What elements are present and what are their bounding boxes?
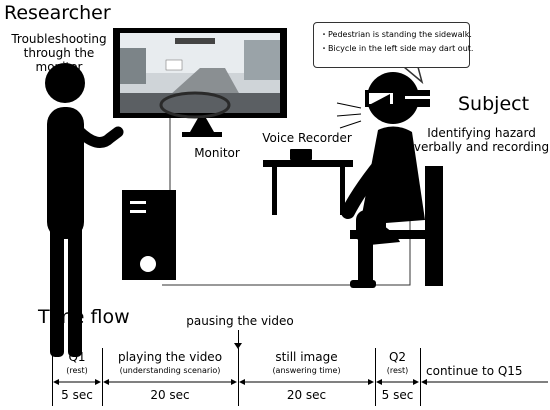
segment-play-sub: (understanding scenario) — [119, 366, 221, 375]
segment-play-label: playing the video — [117, 350, 223, 364]
speech-bubble: ・Pedestrian is standing the sidewalk. ・B… — [313, 22, 474, 68]
timeline-tick — [420, 348, 421, 406]
voice-recorder-label: Voice Recorder — [262, 131, 352, 145]
researcher-figure — [45, 63, 124, 357]
segment-still-duration: 20 sec — [286, 388, 327, 402]
subject-title: Subject — [458, 93, 530, 115]
segment-q1-sub: (rest) — [66, 366, 88, 375]
computer-tower — [122, 190, 176, 280]
bubble-line-2: ・Bicycle in the left side may dart out. — [320, 44, 474, 53]
timeline-tick — [238, 348, 239, 406]
time-flow-title: Time flow — [38, 306, 130, 328]
segment-still-sub: (answering time) — [272, 366, 341, 375]
monitor-label: Monitor — [194, 146, 240, 160]
timeline-tick — [52, 348, 53, 406]
segment-q2-duration: 5 sec — [381, 388, 414, 402]
continue-label: continue to Q15 — [426, 364, 523, 378]
pause-arrow-icon — [234, 343, 242, 349]
researcher-title: Researcher — [4, 2, 111, 24]
subject-role-label: Identifying hazard verbally and recordin… — [413, 126, 550, 154]
monitor — [113, 28, 287, 137]
chair — [350, 166, 443, 286]
segment-q1-label: Q1 — [68, 350, 86, 364]
segment-q2-label: Q2 — [388, 350, 407, 364]
table — [263, 160, 353, 215]
segment-play-duration: 20 sec — [150, 388, 190, 402]
voice-recorder — [290, 149, 312, 160]
pause-label: pausing the video — [186, 314, 294, 328]
segment-q1-duration: 5 sec — [61, 388, 93, 402]
timeline-tick — [375, 348, 376, 406]
subject-figure — [341, 72, 430, 288]
pause-arrow-shaft — [238, 330, 239, 344]
timeline-tick — [102, 348, 103, 406]
bubble-line-1: ・Pedestrian is standing the sidewalk. — [320, 30, 472, 39]
segment-q2-sub: (rest) — [386, 366, 409, 375]
segment-still-label: still image — [275, 350, 338, 364]
speech-lines-icon — [336, 102, 362, 129]
researcher-role-label: Troubleshooting through the monitor — [11, 32, 107, 74]
